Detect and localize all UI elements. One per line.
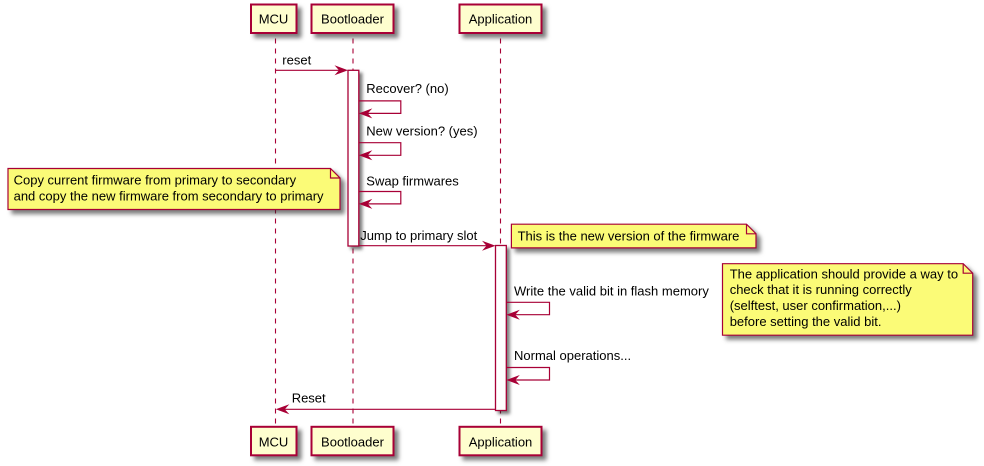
svg-text:Copy current firmware from pri: Copy current firmware from primary to se… [14,173,297,188]
svg-text:Swap firmwares: Swap firmwares [366,174,459,189]
svg-text:Jump to primary slot: Jump to primary slot [360,228,477,243]
svg-text:New version? (yes): New version? (yes) [366,124,477,139]
svg-text:Reset: Reset [292,391,326,406]
svg-text:This is the new version of the: This is the new version of the firmware [518,228,740,243]
svg-text:MCU: MCU [259,12,289,27]
svg-text:Bootloader: Bootloader [321,12,385,27]
svg-text:Application: Application [469,12,533,27]
svg-text:before setting the valid bit.: before setting the valid bit. [730,314,882,329]
svg-text:Application: Application [469,434,533,449]
svg-text:reset: reset [282,52,311,67]
svg-text:Recover? (no): Recover? (no) [366,81,448,96]
svg-text:MCU: MCU [259,434,289,449]
svg-text:Normal operations...: Normal operations... [514,348,631,363]
svg-text:(selftest, user confirmation,.: (selftest, user confirmation,...) [730,298,901,313]
svg-text:The application should provide: The application should provide a way to [730,266,958,281]
svg-text:and copy the new firmware from: and copy the new firmware from secondary… [14,188,324,203]
svg-text:Write the valid bit in flash m: Write the valid bit in flash memory [514,283,709,298]
svg-text:Bootloader: Bootloader [321,434,385,449]
svg-text:check that it is running corre: check that it is running correctly [730,282,913,297]
